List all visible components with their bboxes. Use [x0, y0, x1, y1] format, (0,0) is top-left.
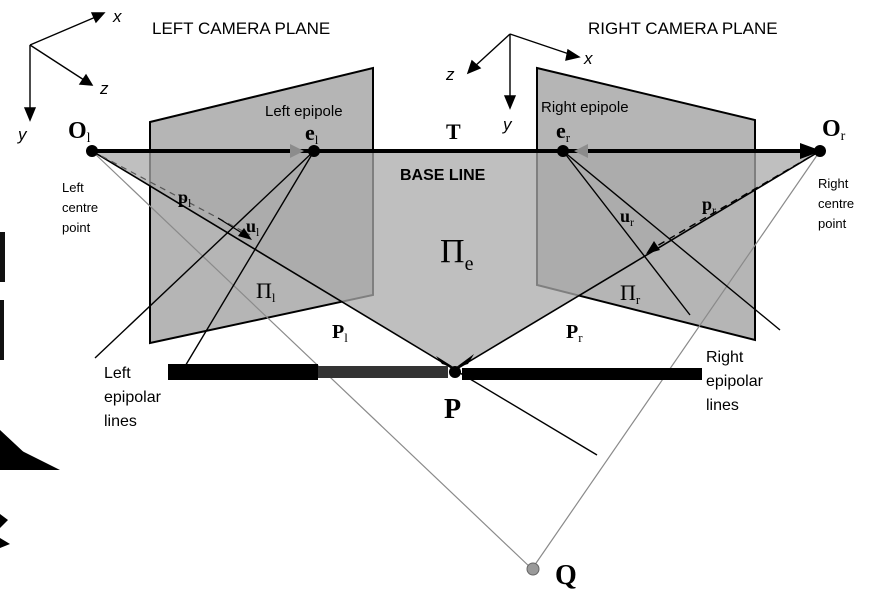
epipolar-plane-left-edge	[91, 150, 456, 371]
left-axis-x-label: x	[112, 7, 122, 26]
pi-left-label: Πl	[256, 278, 276, 305]
line-p-to-or	[454, 150, 821, 371]
p-right-point-label: pr	[702, 194, 716, 217]
edge-artifact	[0, 440, 60, 470]
right-epipolar-lines-label: Right epipolar lines	[706, 349, 767, 414]
e-left-label: el	[305, 120, 319, 147]
epipolar-plane	[92, 151, 820, 370]
ray-right-dashed	[649, 150, 821, 251]
pi-right-label: Πr	[620, 280, 641, 307]
edge-artifact	[0, 300, 4, 360]
epipole-right-arrow	[574, 144, 588, 158]
left-centre-point-label: Left centre point	[62, 180, 102, 235]
ray-right-to-q	[531, 150, 821, 570]
left-epipolar-line	[177, 150, 315, 379]
p-extension-line	[454, 369, 598, 456]
left-axis-z-label: z	[99, 79, 109, 98]
p-right-image-label: Pr	[566, 321, 583, 345]
point-p	[449, 366, 461, 378]
u-right-label: ur	[620, 206, 634, 229]
edge-artifact	[0, 232, 5, 282]
p-left-image-label: Pl	[332, 321, 348, 345]
ray-left-to-q	[91, 150, 533, 570]
point-e-left	[308, 145, 320, 157]
point-o-left	[86, 145, 98, 157]
right-axis-x-label: x	[583, 49, 593, 68]
right-axes	[466, 33, 581, 110]
right-axis-y-label: y	[502, 115, 513, 134]
pi-e-label: Πe	[440, 233, 474, 275]
scan-artifact-bar	[318, 366, 448, 378]
left-axes	[23, 12, 106, 122]
left-camera-plane-title: LEFT CAMERA PLANE	[152, 19, 330, 38]
scan-artifact-bar	[168, 364, 318, 380]
base-line-label: BASE LINE	[400, 167, 486, 184]
arrow-to-p-left	[436, 356, 455, 368]
arrowhead-p-right	[646, 241, 660, 254]
point-q	[526, 562, 540, 576]
right-epipolar-line	[562, 150, 691, 316]
o-right-label: Or	[822, 116, 846, 144]
scan-artifact-bar	[462, 368, 702, 380]
epipole-left-arrow	[290, 144, 304, 158]
arrowhead-u-left	[238, 228, 252, 240]
e-right-label: er	[556, 118, 571, 145]
point-e-right	[557, 145, 569, 157]
ray-left-dashed	[91, 150, 251, 236]
u-left-label: ul	[246, 216, 260, 239]
left-axis-y-label: y	[17, 125, 28, 144]
left-epipole-label: Left epipole	[265, 103, 343, 120]
right-epipole-label: Right epipole	[541, 99, 629, 116]
right-centre-point-label: Right centre point	[818, 176, 858, 231]
point-o-right	[814, 145, 826, 157]
o-left-label: Ol	[68, 118, 91, 146]
right-axis-z-label: z	[445, 65, 455, 84]
left-epipolar-line	[94, 150, 315, 359]
t-label: T	[446, 119, 461, 144]
right-epipolar-line	[562, 150, 781, 331]
left-epipolar-lines-label: Left epipolar lines	[104, 365, 165, 430]
arrow-to-p-right	[455, 354, 474, 368]
p-left-point-label: pl	[178, 187, 192, 210]
base-line-arrowhead	[800, 143, 822, 159]
right-camera-plane-title: RIGHT CAMERA PLANE	[588, 19, 778, 38]
q-label: Q	[555, 560, 577, 591]
p-label: P	[444, 394, 461, 425]
